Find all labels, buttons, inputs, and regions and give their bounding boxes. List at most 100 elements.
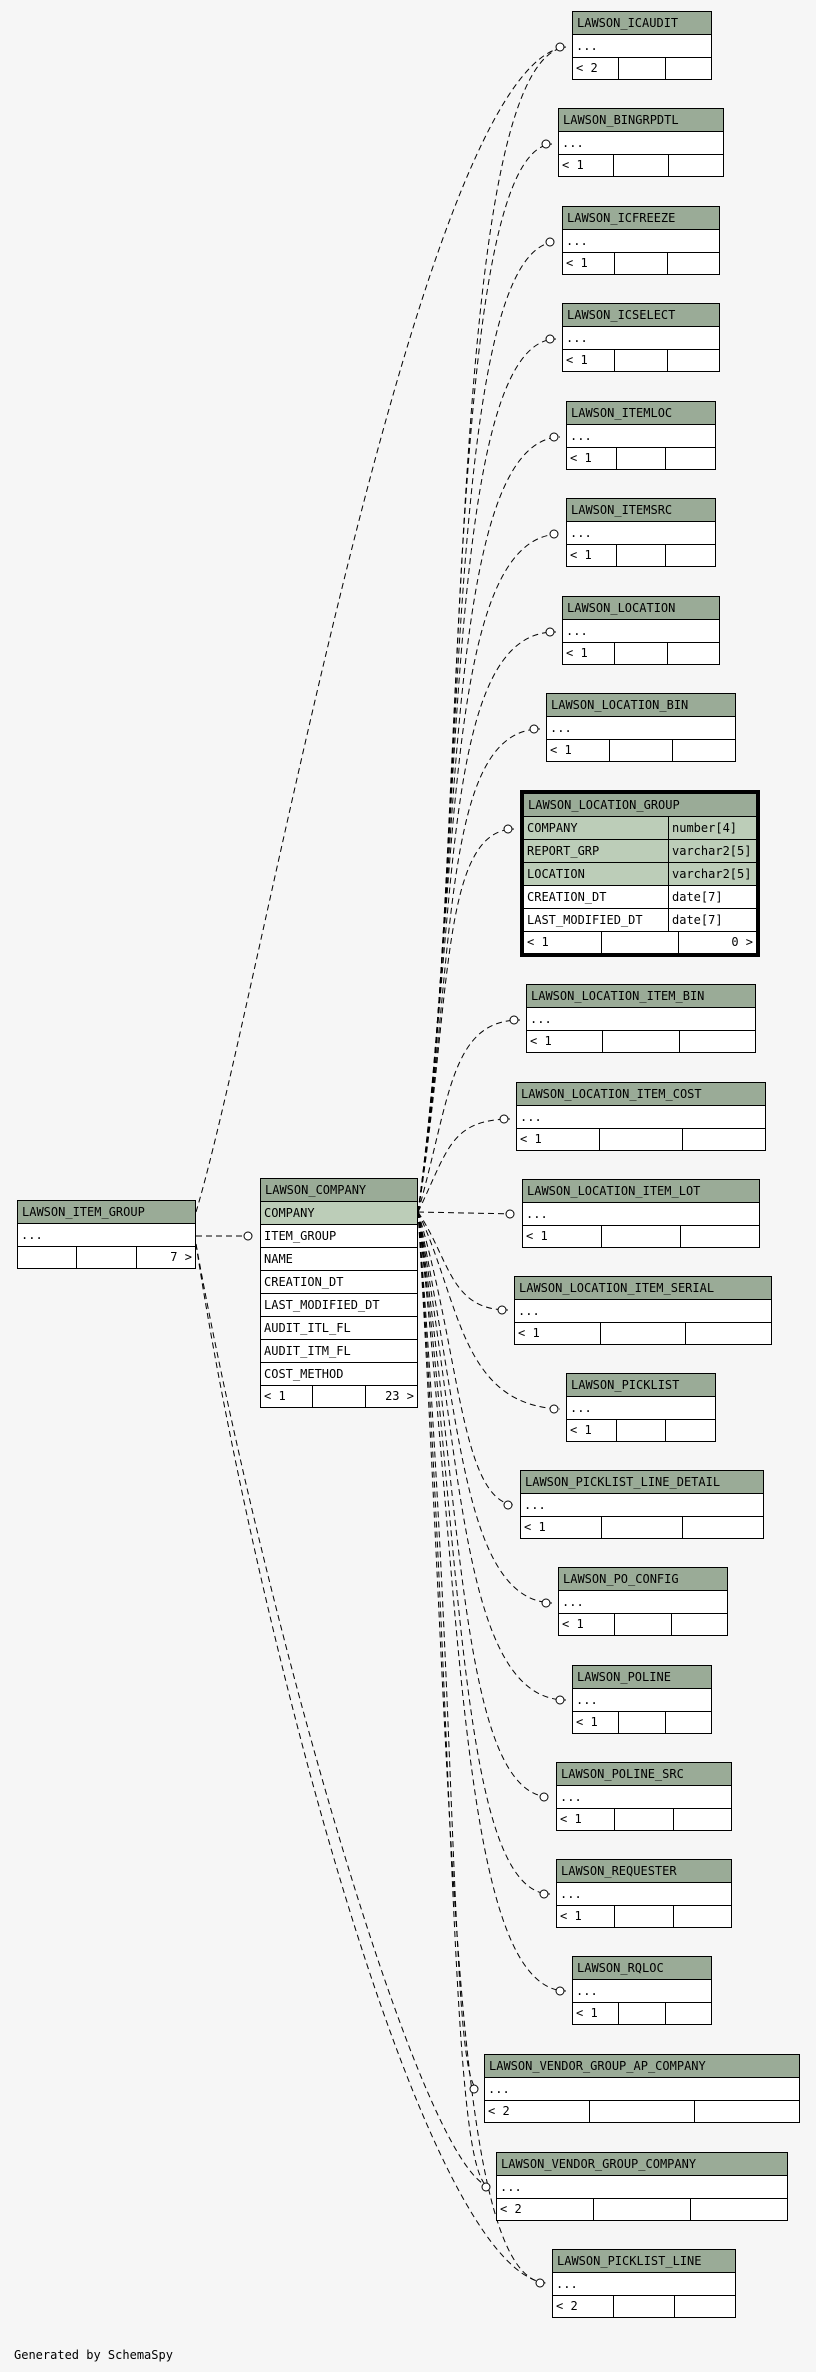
column-ellipsis: ... (563, 620, 719, 643)
column-ellipsis: ... (557, 1883, 731, 1906)
parent-count: < 2 (488, 2104, 510, 2118)
table-lawson-item-group[interactable]: LAWSON_ITEM_GROUP ... 7 > (17, 1200, 196, 1269)
parent-count: < 1 (570, 548, 592, 562)
table-lawson-itemsrc[interactable]: LAWSON_ITEMSRC ... < 1 (566, 498, 716, 567)
table-title: LAWSON_PO_CONFIG (559, 1568, 727, 1591)
table-lawson-rqloc[interactable]: LAWSON_RQLOC ... < 1 (572, 1956, 712, 2025)
table-lawson-icselect[interactable]: LAWSON_ICSELECT ... < 1 (562, 303, 720, 372)
table-lawson-location-item-bin[interactable]: LAWSON_LOCATION_ITEM_BIN ... < 1 (526, 984, 756, 1053)
table-title: LAWSON_BINGRPDTL (559, 109, 723, 132)
table-lawson-picklist-line-detail[interactable]: LAWSON_PICKLIST_LINE_DETAIL ... < 1 (520, 1470, 764, 1539)
table-title: LAWSON_LOCATION (563, 597, 719, 620)
table-lawson-location[interactable]: LAWSON_LOCATION ... < 1 (562, 596, 720, 665)
table-footer: < 2 (573, 58, 711, 79)
table-title: LAWSON_LOCATION_ITEM_LOT (523, 1180, 759, 1203)
child-count: 0 > (678, 932, 756, 953)
table-title: LAWSON_VENDOR_GROUP_AP_COMPANY (485, 2055, 799, 2078)
table-lawson-location-item-cost[interactable]: LAWSON_LOCATION_ITEM_COST ... < 1 (516, 1082, 766, 1151)
table-footer: < 2 (497, 2199, 787, 2220)
table-title: LAWSON_ICFREEZE (563, 207, 719, 230)
column-ellipsis: ... (567, 1397, 715, 1420)
relation-company-icfreeze (417, 241, 557, 1213)
column-ellipsis: ... (515, 1300, 771, 1323)
parent-count: < 1 (264, 1389, 286, 1403)
table-lawson-icfreeze[interactable]: LAWSON_ICFREEZE ... < 1 (562, 206, 720, 275)
table-footer: < 1 (547, 740, 735, 761)
generated-by-label: Generated by SchemaSpy (14, 2348, 173, 2362)
table-lawson-location-item-lot[interactable]: LAWSON_LOCATION_ITEM_LOT ... < 1 (522, 1179, 760, 1248)
table-title: LAWSON_VENDOR_GROUP_COMPANY (497, 2153, 787, 2176)
column-ellipsis: ... (517, 1106, 765, 1129)
table-lawson-company[interactable]: LAWSON_COMPANY COMPANY ITEM_GROUP NAME C… (260, 1178, 418, 1408)
table-footer: < 1 23 > (261, 1386, 417, 1407)
child-count: 23 > (364, 1386, 417, 1407)
table-title: LAWSON_REQUESTER (557, 1860, 731, 1883)
column-row: NAME (261, 1248, 417, 1271)
table-footer: < 1 (563, 643, 719, 664)
table-title: LAWSON_ICAUDIT (573, 12, 711, 35)
table-footer: < 1 (557, 1809, 731, 1830)
table-lawson-poline[interactable]: LAWSON_POLINE ... < 1 (572, 1665, 712, 1734)
table-title: LAWSON_LOCATION_BIN (547, 694, 735, 717)
table-footer: < 1 (567, 545, 715, 566)
table-title: LAWSON_PICKLIST_LINE (553, 2250, 735, 2273)
parent-count: < 1 (570, 1423, 592, 1437)
table-title: LAWSON_LOCATION_ITEM_COST (517, 1083, 765, 1106)
table-lawson-picklist-line[interactable]: LAWSON_PICKLIST_LINE ... < 2 (552, 2249, 736, 2318)
table-footer: < 1 (573, 1712, 711, 1733)
column-row: COST_METHOD (261, 1363, 417, 1386)
table-footer: < 1 (563, 253, 719, 274)
table-lawson-bingrpdtl[interactable]: LAWSON_BINGRPDTL ... < 1 (558, 108, 724, 177)
table-title: LAWSON_PICKLIST_LINE_DETAIL (521, 1471, 763, 1494)
column-ellipsis: ... (559, 1591, 727, 1614)
table-footer: < 1 (559, 1614, 727, 1635)
table-lawson-vendor-group-ap-company[interactable]: LAWSON_VENDOR_GROUP_AP_COMPANY ... < 2 (484, 2054, 800, 2123)
child-count: 7 > (135, 1247, 195, 1268)
table-footer: < 2 (485, 2101, 799, 2122)
table-footer: < 2 (553, 2296, 735, 2317)
relation-company-requester (417, 1211, 551, 1895)
column-row: CREATION_DT (261, 1271, 417, 1294)
table-lawson-location-item-serial[interactable]: LAWSON_LOCATION_ITEM_SERIAL ... < 1 (514, 1276, 772, 1345)
table-lawson-location-bin[interactable]: LAWSON_LOCATION_BIN ... < 1 (546, 693, 736, 762)
relation-itemgroup-picklist-line (195, 1243, 547, 2284)
column-ellipsis: ... (567, 522, 715, 545)
parent-count: < 1 (576, 1715, 598, 1729)
table-lawson-vendor-group-company[interactable]: LAWSON_VENDOR_GROUP_COMPANY ... < 2 (496, 2152, 788, 2221)
column-ellipsis: ... (573, 1689, 711, 1712)
table-title: LAWSON_LOCATION_ITEM_BIN (527, 985, 755, 1008)
parent-count: < 1 (570, 451, 592, 465)
relation-company-location-item-bin (417, 1019, 521, 1213)
table-footer: < 1 (563, 350, 719, 371)
table-footer: < 1 (515, 1323, 771, 1344)
relation-company-location-bin (417, 728, 541, 1213)
table-lawson-poline-src[interactable]: LAWSON_POLINE_SRC ... < 1 (556, 1762, 732, 1831)
parent-count: < 1 (566, 646, 588, 660)
parent-count: < 1 (526, 1229, 548, 1243)
relation-company-vendor-group-ap-company (417, 1211, 479, 2090)
table-footer: < 1 (517, 1129, 765, 1150)
relation-company-location (417, 631, 557, 1213)
column-ellipsis: ... (573, 35, 711, 58)
column-ellipsis: ... (521, 1494, 763, 1517)
table-lawson-icaudit[interactable]: LAWSON_ICAUDIT ... < 2 (572, 11, 712, 80)
table-lawson-itemloc[interactable]: LAWSON_ITEMLOC ... < 1 (566, 401, 716, 470)
table-title: LAWSON_ITEM_GROUP (18, 1201, 195, 1224)
table-footer: < 1 (521, 1517, 763, 1538)
relation-company-picklist-line (417, 1211, 547, 2284)
parent-count: < 1 (562, 1617, 584, 1631)
column-ellipsis: ... (485, 2078, 799, 2101)
parent-count: < 1 (550, 743, 572, 757)
parent-count: < 1 (520, 1132, 542, 1146)
table-lawson-po-config[interactable]: LAWSON_PO_CONFIG ... < 1 (558, 1567, 728, 1636)
table-lawson-picklist[interactable]: LAWSON_PICKLIST ... < 1 (566, 1373, 716, 1442)
table-lawson-requester[interactable]: LAWSON_REQUESTER ... < 1 (556, 1859, 732, 1928)
parent-count: < 1 (560, 1812, 582, 1826)
table-footer: < 1 (567, 1420, 715, 1441)
table-footer: < 1 (559, 155, 723, 176)
column-ellipsis: ... (557, 1786, 731, 1809)
